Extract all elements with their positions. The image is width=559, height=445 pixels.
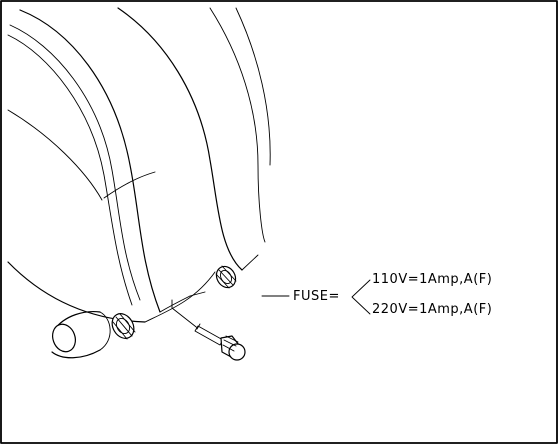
- fuse-leader: [171, 295, 290, 331]
- front-stabilizer-tube: [51, 310, 111, 359]
- spec-bracket: [351, 279, 371, 315]
- fuse-label: FUSE=: [293, 289, 340, 304]
- machine-housing: [7, 7, 271, 323]
- front-wheel: [111, 313, 136, 340]
- fuse-spec-220v: 220V=1Amp,A(F): [372, 302, 493, 317]
- fuse-pin: [194, 323, 224, 346]
- rear-wheel: [215, 265, 237, 289]
- fuse-cap: [220, 335, 246, 361]
- fuse-spec-110v: 110V=1Amp,A(F): [372, 272, 493, 287]
